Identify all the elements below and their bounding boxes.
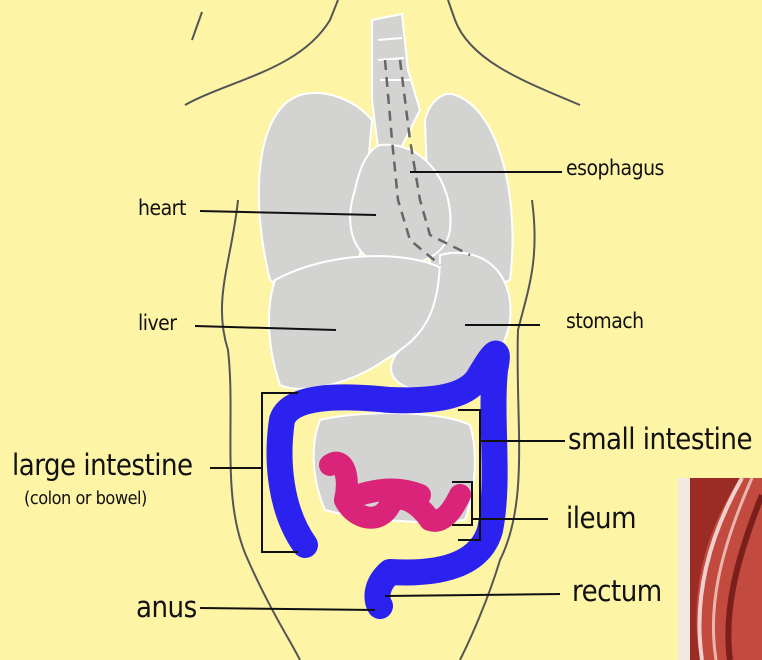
inset-photo: [678, 478, 762, 660]
label-small-intestine: small intestine: [568, 422, 752, 456]
label-large-intestine-sub: (colon or bowel): [24, 488, 147, 509]
label-ileum: ileum: [566, 501, 636, 535]
label-heart: heart: [138, 196, 186, 220]
label-large-intestine: large intestine: [12, 448, 193, 482]
label-esophagus: esophagus: [566, 156, 664, 180]
label-anus: anus: [136, 590, 197, 624]
trachea: [372, 14, 420, 150]
label-stomach: stomach: [566, 309, 644, 333]
label-liver: liver: [138, 311, 177, 335]
label-rectum: rectum: [572, 574, 662, 608]
